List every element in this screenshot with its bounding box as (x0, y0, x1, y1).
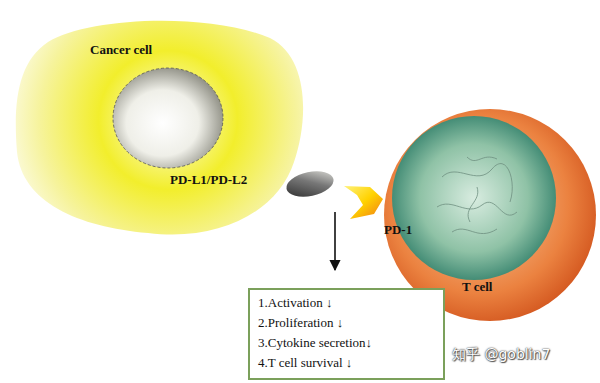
watermark: 知乎 @goblin7 (452, 346, 550, 364)
effect-box: 1.Activation ↓2.Proliferation ↓3.Cytokin… (248, 288, 445, 380)
signal-arrow (334, 212, 336, 270)
cell-name: Cancer cell (90, 42, 152, 58)
ligand-label: PD-L1/PD-L2 (170, 172, 247, 188)
chromatin (452, 229, 497, 234)
effect-item: 3.Cytokine secretion↓ (258, 333, 372, 353)
pd-1-receptor (344, 186, 383, 219)
cell-name: T cell (462, 279, 492, 295)
cell-body (16, 21, 303, 235)
effect-item: 2.Proliferation ↓ (258, 313, 343, 333)
chromatin (437, 202, 517, 215)
chromatin (468, 187, 478, 222)
pd-l1-ligand (284, 167, 336, 200)
cancer-cell: Cancer cell (8, 12, 308, 240)
chromatin (467, 157, 497, 161)
effect-item: 4.T cell survival ↓ (258, 353, 352, 373)
nucleus (113, 68, 223, 168)
effect-item: 1.Activation ↓ (258, 293, 332, 313)
nucleus (392, 116, 556, 280)
cell-outline (8, 12, 308, 240)
receptor-label: PD-1 (384, 222, 412, 238)
